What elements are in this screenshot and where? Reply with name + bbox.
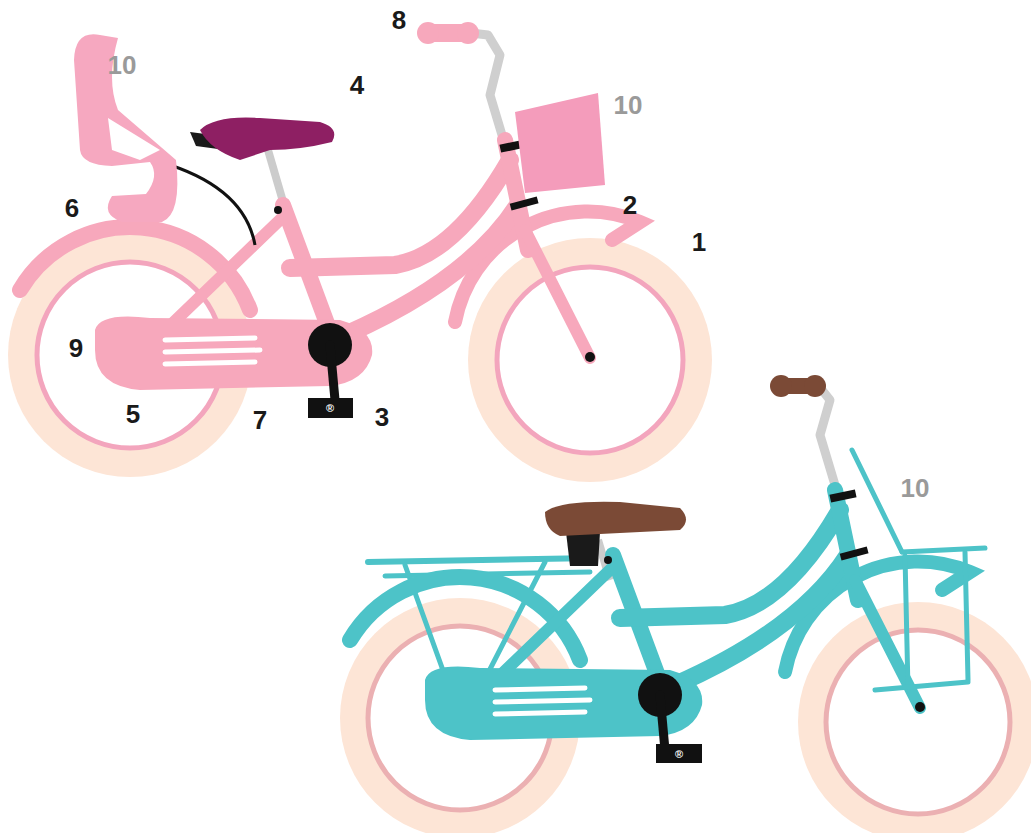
callout-number: 6 [65, 195, 79, 221]
callout-number: 5 [126, 401, 140, 427]
brand-mark: ® [326, 403, 334, 414]
callout-number: 2 [623, 192, 637, 218]
callout-number: 10 [901, 475, 930, 501]
callout-number: 8 [392, 7, 406, 33]
callout-number: 10 [614, 92, 643, 118]
callout-number: 1 [692, 229, 706, 255]
callout-number: 9 [69, 335, 83, 361]
callout-number: 4 [350, 72, 364, 98]
callout-number: 3 [375, 404, 389, 430]
callout-number: 7 [253, 407, 267, 433]
brand-mark: ® [675, 749, 683, 760]
callout-number: 10 [108, 52, 137, 78]
